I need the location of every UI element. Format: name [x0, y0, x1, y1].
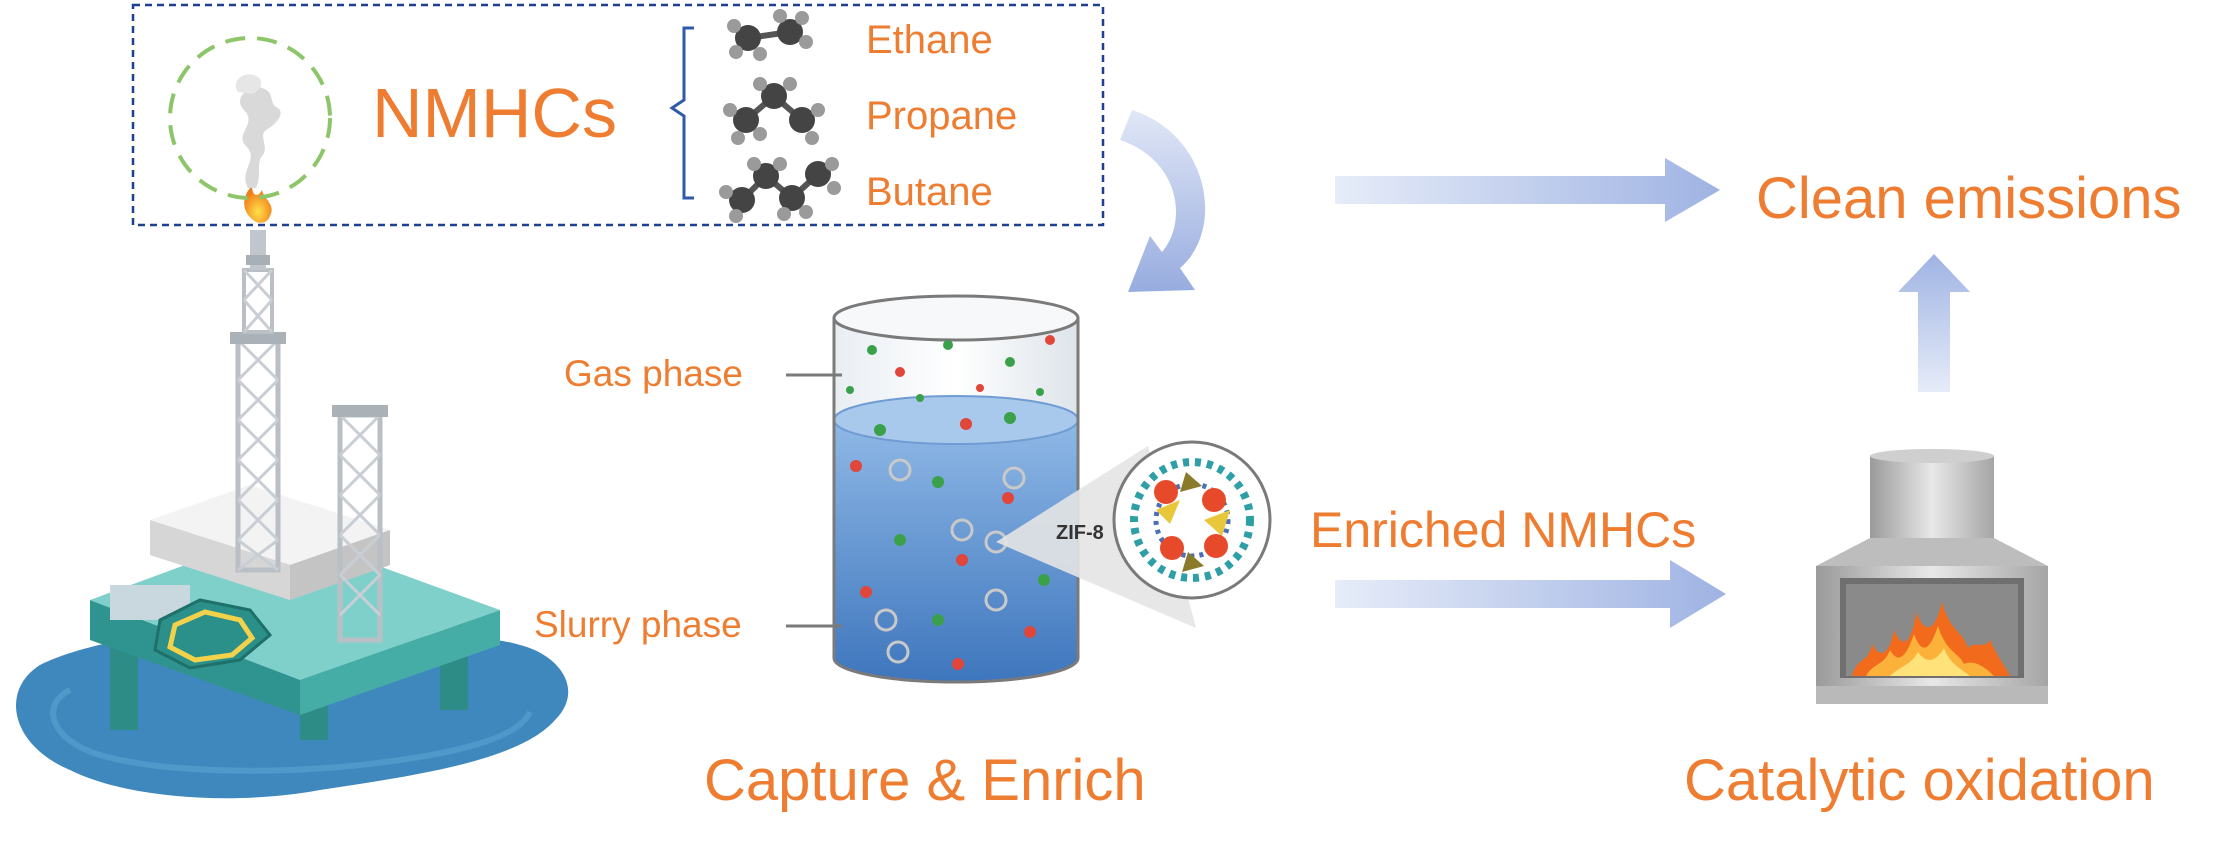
flare-smoke-icon: [168, 36, 332, 200]
butane-molecule-icon: [719, 157, 841, 223]
nmhcs-label: NMHCs: [372, 74, 617, 152]
curved-arrow-to-reactor: [1120, 110, 1206, 292]
zif8-label: ZIF-8: [1056, 522, 1104, 544]
offshore-platform-icon: [16, 186, 569, 799]
arrow-to-clean-emissions: [1335, 158, 1720, 222]
enriched-nmhcs-label: Enriched NMHCs: [1310, 502, 1697, 558]
nmhcs-box: [131, 3, 1105, 227]
propane-molecule-icon: [723, 77, 825, 145]
gas-phase-label: Gas phase: [564, 353, 743, 394]
slurry-reactor-icon: [832, 294, 1080, 684]
capture-enrich-label: Capture & Enrich: [704, 748, 1146, 813]
arrow-to-catalytic-oxidation: [1335, 560, 1726, 628]
catalytic-furnace-icon: [1816, 449, 2048, 704]
catalytic-oxidation-label: Catalytic oxidation: [1684, 748, 2155, 813]
ethane-molecule-icon: [727, 9, 813, 61]
clean-emissions-label: Clean emissions: [1756, 166, 2182, 231]
arrow-up-to-clean-emissions: [1898, 254, 1970, 392]
ethane-label: Ethane: [866, 18, 993, 62]
butane-label: Butane: [866, 170, 993, 214]
slurry-phase-label: Slurry phase: [534, 604, 742, 645]
propane-label: Propane: [866, 94, 1018, 138]
molecule-bracket: [669, 26, 694, 200]
zif8-framework-icon: [1112, 440, 1272, 600]
